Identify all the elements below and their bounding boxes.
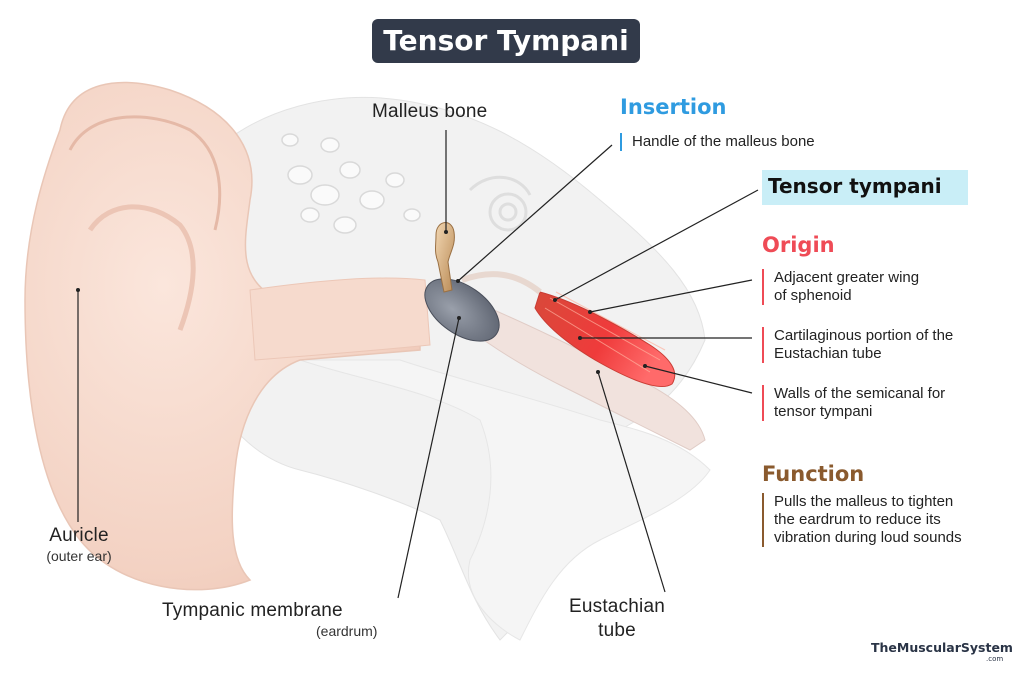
auricle-sublabel: (outer ear) bbox=[46, 548, 112, 564]
insertion-text: Handle of the malleus bone bbox=[632, 133, 815, 150]
function-line2: the eardrum to reduce its bbox=[774, 511, 941, 528]
tensor-tympani-label: Tensor tympani bbox=[768, 174, 942, 198]
styloid-region bbox=[299, 359, 711, 641]
origin-item-3-line1: Walls of the semicanal for bbox=[774, 385, 946, 402]
origin-item-1-line2: of sphenoid bbox=[774, 287, 852, 304]
origin-item-2-line2: Eustachian tube bbox=[774, 345, 882, 362]
origin-item-1: Adjacent greater wing of sphenoid bbox=[762, 269, 919, 305]
leader-lines bbox=[77, 130, 759, 599]
tensor-tympani-highlight bbox=[762, 170, 968, 205]
eustachian-label-line1: Eustachian bbox=[568, 596, 665, 617]
tympanic-membrane-shape bbox=[424, 278, 500, 342]
auricle-label: Auricle bbox=[49, 525, 109, 546]
mastoid-air-cells bbox=[281, 133, 421, 234]
origin-item-2: Cartilaginous portion of the Eustachian … bbox=[762, 327, 953, 363]
leader-dots bbox=[76, 230, 647, 374]
tympanic-label: Tympanic membrane bbox=[162, 600, 343, 621]
origin-item-1-line1: Adjacent greater wing bbox=[774, 269, 920, 286]
function-line3: vibration during loud sounds bbox=[774, 529, 962, 546]
auricle-antihelix bbox=[87, 204, 196, 331]
origin-heading: Origin bbox=[762, 233, 835, 257]
malleus-label: Malleus bone bbox=[372, 101, 488, 122]
function-heading: Function bbox=[762, 462, 865, 486]
brand-logo: TheMuscularSystem bbox=[871, 640, 1013, 655]
brand-suffix: .com bbox=[986, 655, 1004, 663]
inner-ear-shape bbox=[468, 175, 532, 232]
tympanic-sublabel: (eardrum) bbox=[316, 623, 378, 639]
eustachian-label-line2: tube bbox=[598, 620, 636, 641]
muscle-fibers bbox=[544, 291, 666, 373]
origin-item-3-line2: tensor tympani bbox=[774, 403, 873, 420]
tensor-tympani-tendon bbox=[460, 271, 542, 295]
auricle-helix bbox=[68, 115, 222, 231]
origin-item-2-line1: Cartilaginous portion of the bbox=[774, 327, 954, 344]
diagram-title: Tensor Tympani bbox=[372, 19, 640, 63]
tensor-tympani-muscle bbox=[534, 291, 676, 387]
ear-canal bbox=[249, 277, 431, 361]
origin-item-3: Walls of the semicanal for tensor tympan… bbox=[762, 385, 945, 421]
function-detail: Pulls the malleus to tighten the eardrum… bbox=[762, 493, 962, 547]
temporal-bone-shape bbox=[214, 97, 706, 641]
eustachian-tube-shape bbox=[469, 299, 706, 451]
function-line1: Pulls the malleus to tighten bbox=[774, 493, 954, 510]
insertion-heading: Insertion bbox=[620, 95, 727, 119]
insertion-detail: Handle of the malleus bone bbox=[620, 133, 815, 151]
